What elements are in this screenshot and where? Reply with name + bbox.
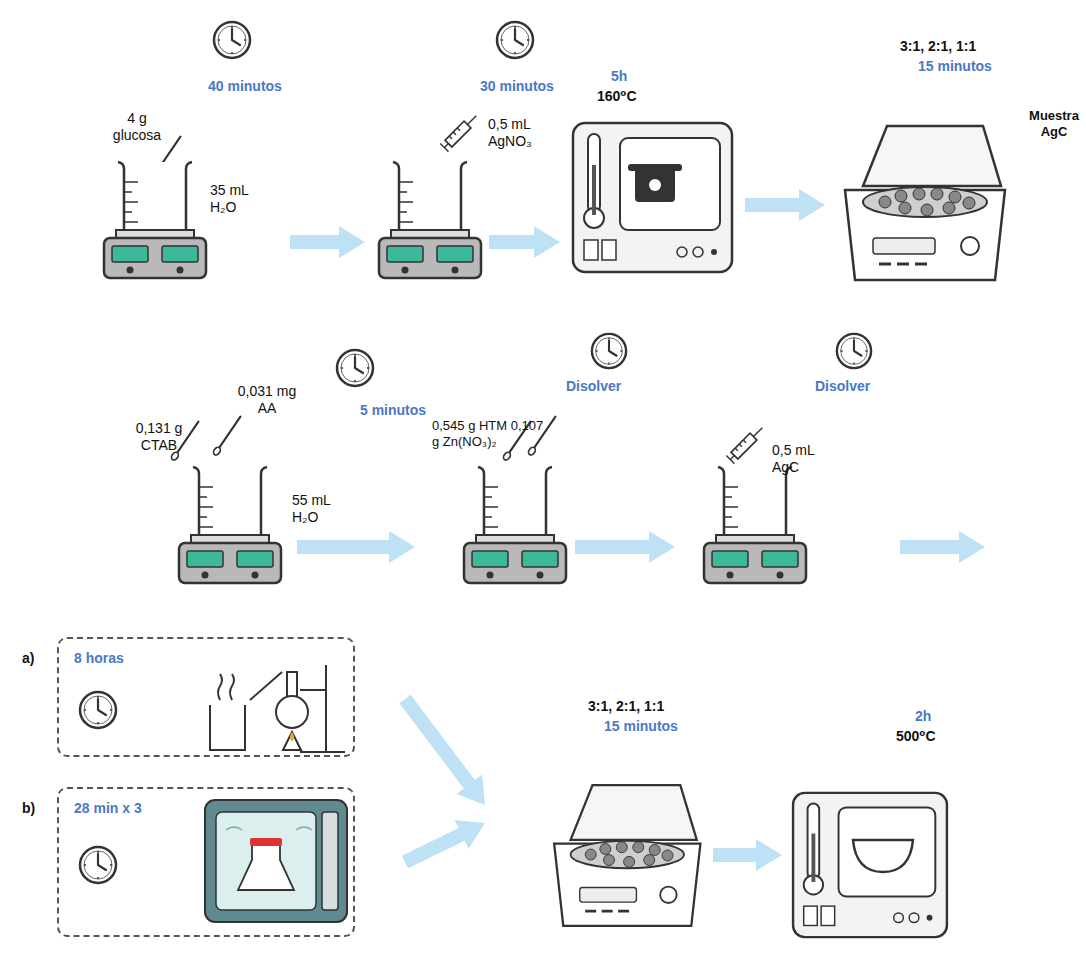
stir-step: Disolver0,5 mL AgC	[700, 465, 810, 585]
furnace-step: 2h500⁰C	[790, 790, 950, 940]
step-label: 8 horas	[74, 650, 124, 667]
step-label: 0,5 mL AgNO₃	[488, 116, 550, 150]
step-label: 160⁰C	[597, 88, 637, 105]
flow-arrow	[290, 226, 365, 258]
step-label: 40 minutos	[208, 78, 282, 95]
step-label: 5 minutos	[360, 402, 426, 419]
step-label: 15 minutos	[604, 718, 678, 735]
step-label: 5h	[611, 68, 627, 85]
step-label: 3:1, 2:1, 1:1	[588, 698, 664, 715]
flow-arrow	[489, 226, 560, 258]
flow-arrow	[402, 820, 485, 868]
stir-step: 40 minutos4 g glucosa35 mL H₂O	[100, 160, 210, 280]
flow-arrow	[745, 189, 825, 221]
centrifuge-step: 3:1, 2:1, 1:115 minutos	[545, 775, 705, 935]
step-label: Muestra AgC	[1026, 108, 1082, 139]
step-label: 500⁰C	[896, 728, 936, 745]
step-label: 0,031 mg AA	[236, 383, 298, 417]
oven-step: 5h160⁰C	[570, 120, 735, 275]
step-label: 3:1, 2:1, 1:1	[900, 38, 976, 55]
step-label: 2h	[915, 708, 931, 725]
flow-arrow	[575, 531, 675, 563]
centrifuge-step: 3:1, 2:1, 1:115 minutosMuestra AgC	[835, 120, 1010, 285]
method-box: a)8 horas	[57, 637, 355, 757]
flow-arrow	[399, 695, 485, 805]
step-label: 55 mL H₂O	[292, 492, 342, 526]
step-label: 4 g glucosa	[108, 110, 166, 144]
method-box: b)28 min x 3	[57, 787, 355, 937]
stir-step: Disolver0,545 g HTM 0,107 g Zn(NO₃)₂	[460, 465, 570, 585]
step-label: 28 min x 3	[74, 800, 142, 817]
step-label: 0,131 g CTAB	[130, 420, 188, 454]
stir-step: 5 minutos0,131 g CTAB0,031 mg AA55 mL H₂…	[175, 465, 285, 585]
step-label: 15 minutos	[918, 58, 992, 75]
flow-arrow	[297, 531, 415, 563]
stir-step: 30 minutos0,5 mL AgNO₃	[375, 160, 485, 280]
step-label: 30 minutos	[480, 78, 554, 95]
step-label: b)	[22, 800, 35, 817]
step-label: 35 mL H₂O	[210, 182, 260, 216]
step-label: Disolver	[566, 378, 621, 395]
step-label: Disolver	[815, 378, 870, 395]
step-label: 0,545 g HTM 0,107 g Zn(NO₃)₂	[432, 418, 552, 449]
step-label: 0,5 mL AgC	[772, 442, 820, 476]
step-label: a)	[22, 650, 34, 667]
flow-arrow	[713, 839, 782, 871]
